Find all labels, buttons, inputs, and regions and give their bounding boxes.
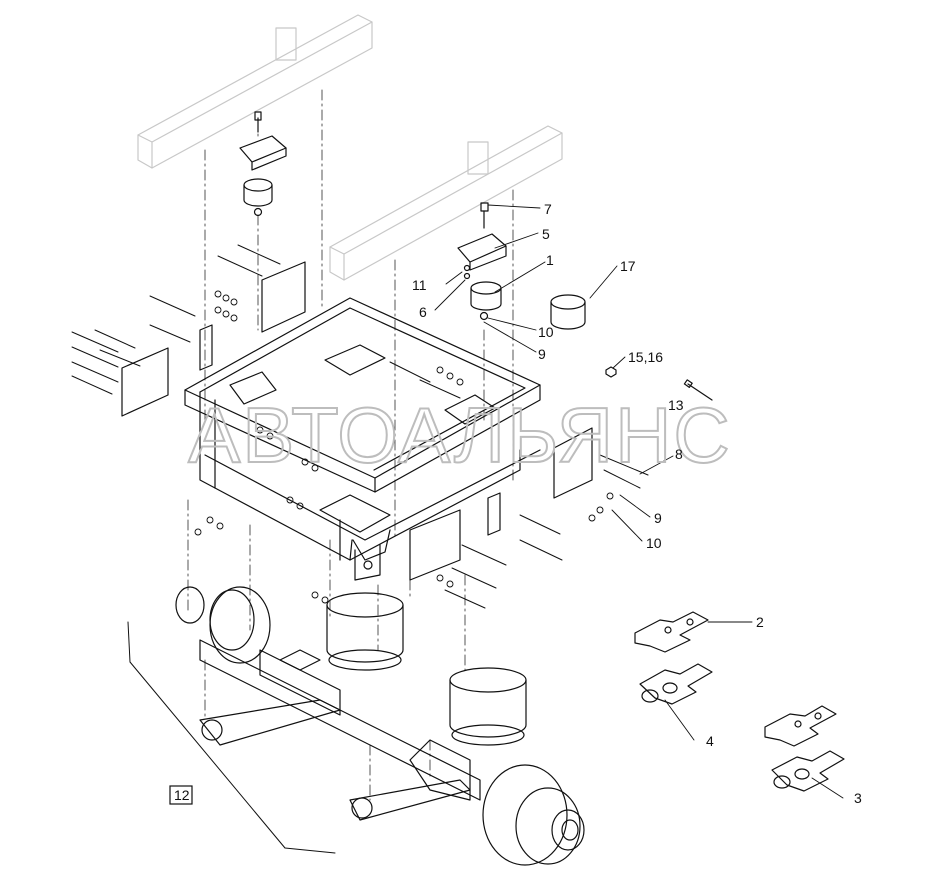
bracket-item-4 (639, 663, 713, 705)
plate-item-2 (634, 611, 709, 653)
callout-10b: 10 (646, 535, 662, 551)
bumper-item-17 (550, 294, 586, 330)
callout-8: 8 (675, 446, 683, 462)
callout-3: 3 (854, 790, 862, 806)
bracket-item-3b (771, 750, 845, 792)
axle-assembly (175, 586, 585, 866)
leader-12 (127, 621, 336, 854)
callout-10a: 10 (538, 324, 554, 340)
callout-leaders (434, 204, 844, 799)
plate-item-3a (764, 705, 837, 747)
callout-1: 1 (546, 252, 554, 268)
bolts-right (389, 361, 649, 609)
side-plates (121, 261, 593, 581)
callout-9b: 9 (654, 510, 662, 526)
callout-9a: 9 (538, 346, 546, 362)
frame-rail-rear-ghost (137, 14, 373, 169)
frame-rail-front-ghost (329, 125, 563, 281)
nuts (194, 290, 614, 604)
item-12-box (169, 785, 193, 805)
callout-12: 12 (174, 787, 190, 803)
callout-6: 6 (419, 304, 427, 320)
callout-5: 5 (542, 226, 550, 242)
callout-7: 7 (544, 201, 552, 217)
bolt-item-13 (683, 379, 713, 401)
upper-mount-front (457, 202, 507, 321)
subframe (184, 297, 541, 581)
callout-13: 13 (668, 397, 684, 413)
nut-item-15 (605, 366, 617, 378)
callout-4: 4 (706, 733, 714, 749)
watermark: АВТОАЛЬЯНС (188, 391, 732, 479)
callout-2: 2 (756, 614, 764, 630)
upper-mount-rear (239, 111, 287, 217)
bolts-left (71, 244, 281, 395)
callout-15-16: 15,16 (628, 349, 663, 365)
callout-17: 17 (620, 258, 636, 274)
callout-11: 11 (412, 277, 427, 293)
